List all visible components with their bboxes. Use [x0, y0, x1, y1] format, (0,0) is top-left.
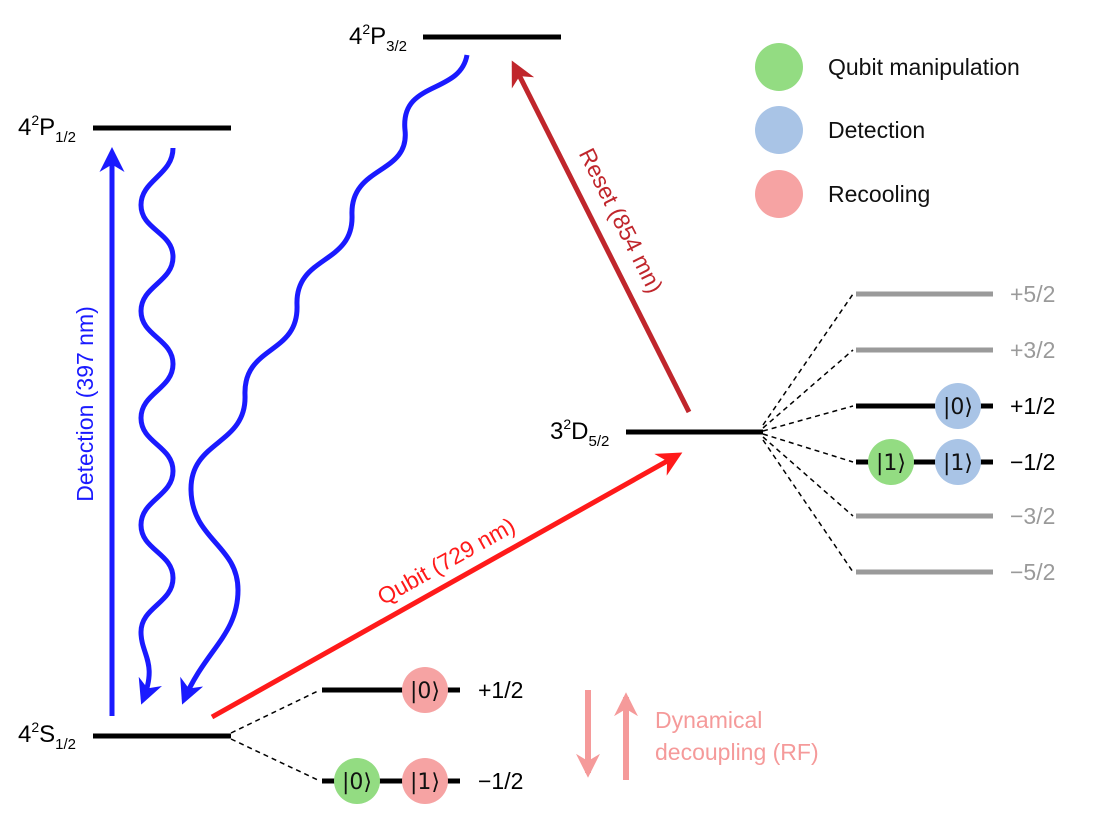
d-label-p52: +5/2	[1010, 281, 1055, 307]
d-label-p12: +1/2	[1010, 393, 1055, 419]
legend: Qubit manipulation Detection Recooling	[755, 43, 1020, 218]
rf-label-line2: decoupling (RF)	[655, 739, 819, 765]
d-label-m12: −1/2	[1010, 449, 1055, 475]
svg-text:|0⟩: |0⟩	[342, 770, 372, 795]
qubit-label: Qubit (729 nm)	[373, 512, 520, 610]
s-plus-ket-zero: |0⟩	[402, 667, 448, 713]
label-s12: 42S1/2	[18, 719, 76, 753]
d-m12-ket-one-blue: |1⟩	[935, 439, 981, 485]
svg-text:|0⟩: |0⟩	[943, 395, 973, 420]
svg-text:Detection: Detection	[828, 117, 925, 143]
label-d52: 32D5/2	[550, 416, 609, 450]
qubit-arrow	[210, 452, 683, 720]
s-sublevel-label-plus: +1/2	[478, 677, 523, 703]
svg-text:Qubit manipulation: Qubit manipulation	[828, 54, 1020, 80]
legend-item-recooling: Recooling	[755, 170, 930, 218]
s-minus-ket-one: |1⟩	[402, 758, 448, 804]
svg-text:Recooling: Recooling	[828, 181, 930, 207]
d-label-m32: −3/2	[1010, 503, 1055, 529]
svg-text:|1⟩: |1⟩	[943, 451, 973, 476]
d-label-m52: −5/2	[1010, 559, 1055, 585]
d-m12-ket-one-green: |1⟩	[868, 439, 914, 485]
decay-wave-p12	[138, 147, 176, 705]
rf-label-line1: Dynamical	[655, 707, 762, 733]
s-sublevel-label-minus: −1/2	[478, 768, 523, 794]
legend-item-detection: Detection	[755, 106, 925, 154]
s-minus-ket-zero: |0⟩	[334, 758, 380, 804]
svg-text:|0⟩: |0⟩	[410, 679, 440, 704]
detection-label: Detection (397 nm)	[72, 306, 98, 502]
reset-arrow	[511, 60, 692, 414]
legend-item-qubit: Qubit manipulation	[755, 43, 1020, 91]
label-p32: 42P3/2	[349, 21, 407, 55]
svg-text:|1⟩: |1⟩	[876, 451, 906, 476]
d-p12-ket-zero: |0⟩	[935, 383, 981, 429]
svg-text:|1⟩: |1⟩	[410, 770, 440, 795]
s-split-up	[230, 689, 321, 734]
decay-wave-p32	[180, 54, 470, 705]
d-label-p32: +3/2	[1010, 337, 1055, 363]
s-split-down	[230, 738, 321, 782]
d-split-lines	[762, 293, 854, 573]
label-p12: 42P1/2	[18, 112, 76, 146]
